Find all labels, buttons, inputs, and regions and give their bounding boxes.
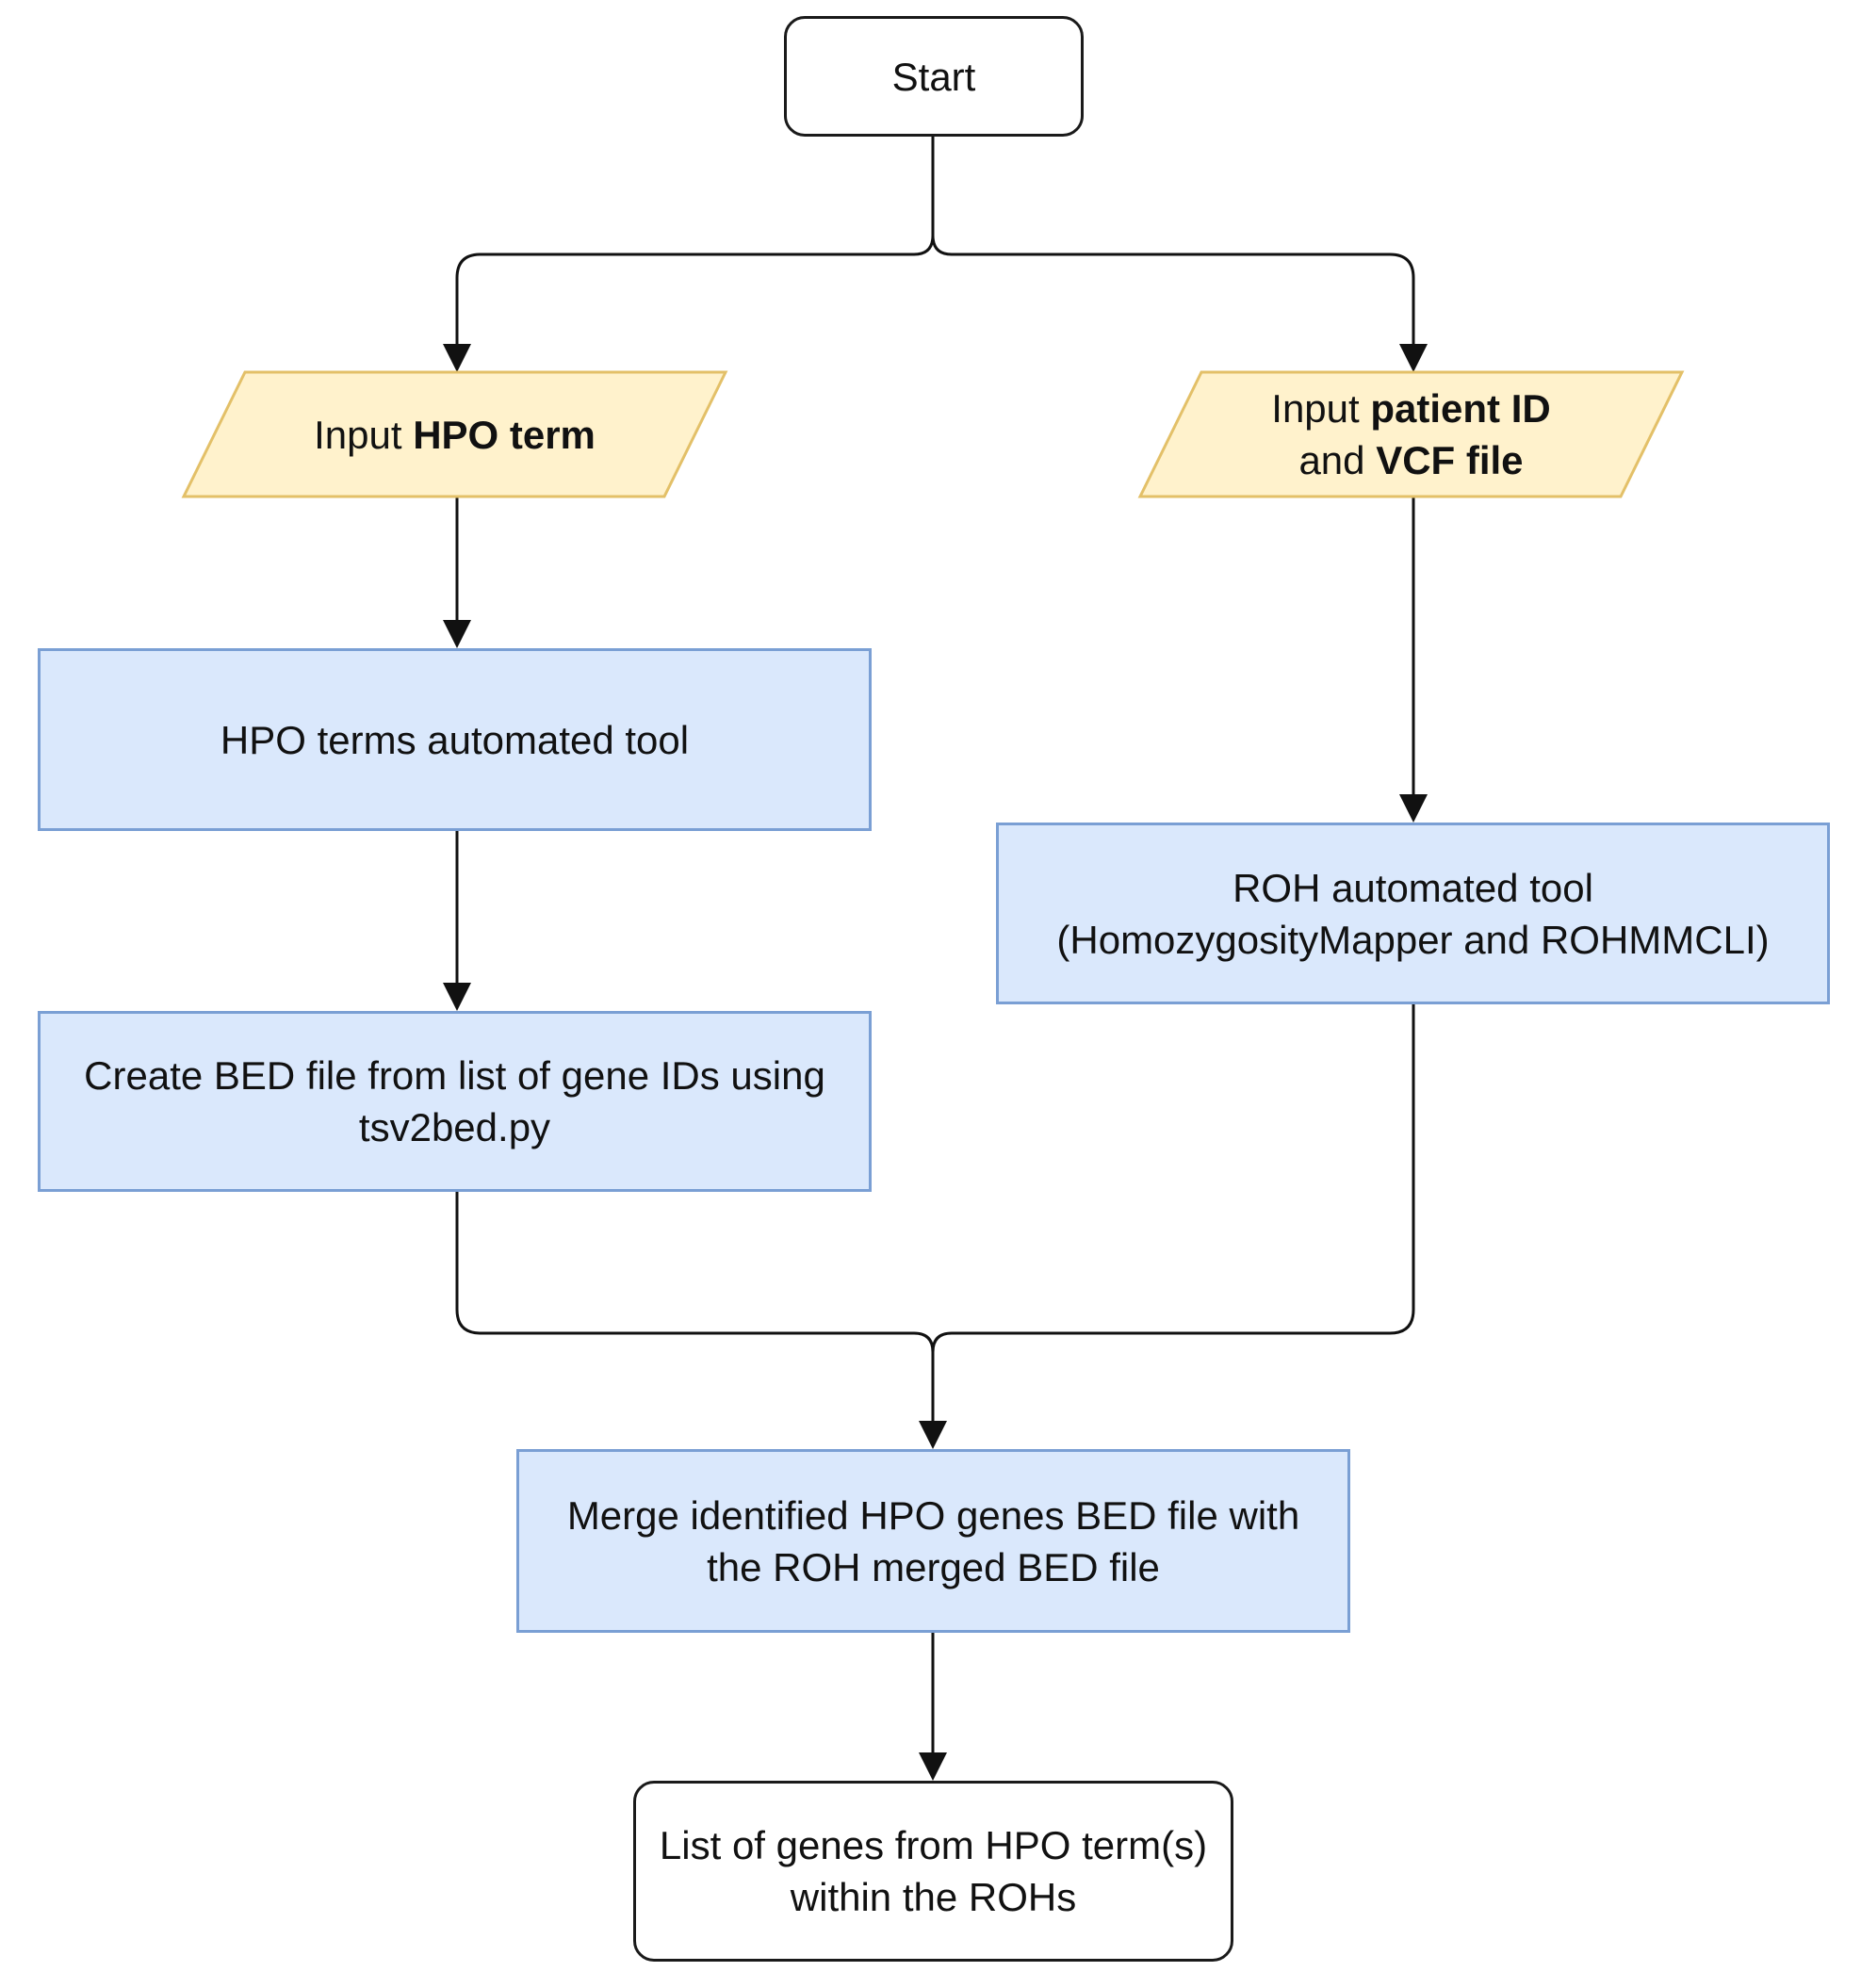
create-bed-line1: Create BED file from list of gene IDs us… (84, 1053, 825, 1098)
connector-bed-to-merge (455, 1192, 947, 1449)
input-patient-line2-prefix: and (1298, 438, 1377, 482)
roh-tool-node: ROH automated tool (HomozygosityMapper a… (996, 823, 1830, 1004)
merge-node: Merge identified HPO genes BED file with… (516, 1449, 1350, 1633)
hpo-tool-node: HPO terms automated tool (38, 648, 872, 831)
roh-tool-line1: ROH automated tool (1233, 865, 1593, 910)
input-patient-line1: Input patient ID (1271, 383, 1550, 434)
output-node: List of genes from HPO term(s) within th… (633, 1781, 1233, 1962)
connector-roh-to-merge (931, 1004, 1415, 1353)
create-bed-node: Create BED file from list of gene IDs us… (38, 1011, 872, 1192)
input-hpo-text: Input HPO term (314, 409, 596, 461)
input-hpo-shape (181, 370, 728, 498)
create-bed-line2: tsv2bed.py (358, 1105, 551, 1149)
input-hpo-bold: HPO term (413, 412, 596, 457)
input-patient-shape (1137, 370, 1685, 498)
start-label: Start (891, 54, 976, 99)
input-patient-line2-bold: VCF file (1376, 438, 1524, 482)
input-patient-node: Input patient ID and VCF file (1140, 372, 1682, 497)
input-hpo-node: Input HPO term (184, 372, 726, 497)
input-hpo-prefix: Input (314, 412, 414, 457)
input-patient-line2: and VCF file (1298, 434, 1523, 486)
output-line2: within the ROHs (790, 1875, 1077, 1919)
roh-tool-line2: (HomozygosityMapper and ROHMMCLI) (1056, 917, 1770, 962)
input-patient-line1-prefix: Input (1271, 386, 1371, 431)
merge-line1: Merge identified HPO genes BED file with (566, 1492, 1300, 1538)
start-node: Start (784, 16, 1084, 137)
connector-start-split-right (931, 235, 1428, 372)
merge-line2: the ROH merged BED file (707, 1544, 1160, 1589)
input-patient-line1-bold: patient ID (1370, 386, 1551, 431)
output-line1: List of genes from HPO term(s) (659, 1823, 1208, 1867)
connector-start-split (443, 137, 935, 372)
hpo-tool-label: HPO terms automated tool (220, 717, 690, 762)
